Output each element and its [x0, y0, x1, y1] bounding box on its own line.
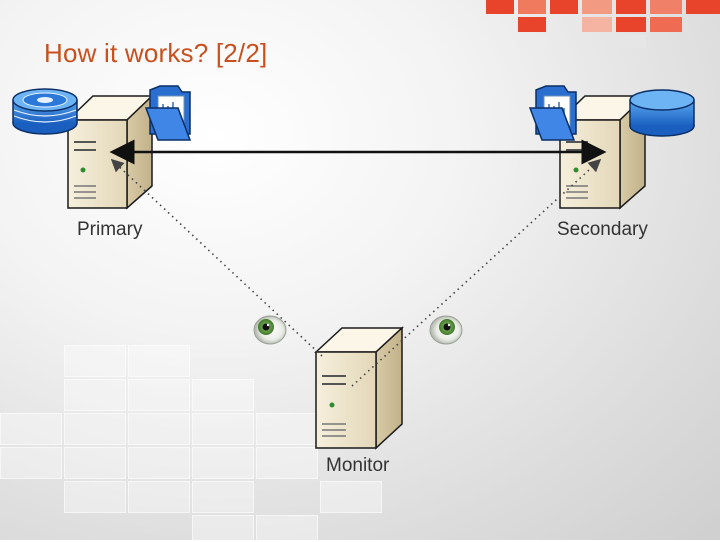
- decorative-header-blocks: [480, 0, 720, 50]
- eye-icon: [253, 315, 287, 345]
- database-stack-icon: [12, 88, 78, 135]
- folder-icon: [144, 85, 192, 141]
- secondary-label: Secondary: [557, 219, 648, 240]
- eye-icon: [429, 315, 463, 345]
- database-icon: [629, 89, 695, 137]
- monitor-label: Monitor: [326, 455, 390, 476]
- folder-icon: [528, 85, 577, 141]
- monitor-to-secondary-connector: [351, 158, 602, 387]
- monitor-server-icon: [314, 326, 404, 450]
- decorative-tile-grid: [0, 345, 440, 542]
- monitor-to-primary-connector: [110, 158, 323, 357]
- primary-label: Primary: [77, 219, 143, 240]
- slide-title: How it works? [2/2]: [44, 38, 268, 68]
